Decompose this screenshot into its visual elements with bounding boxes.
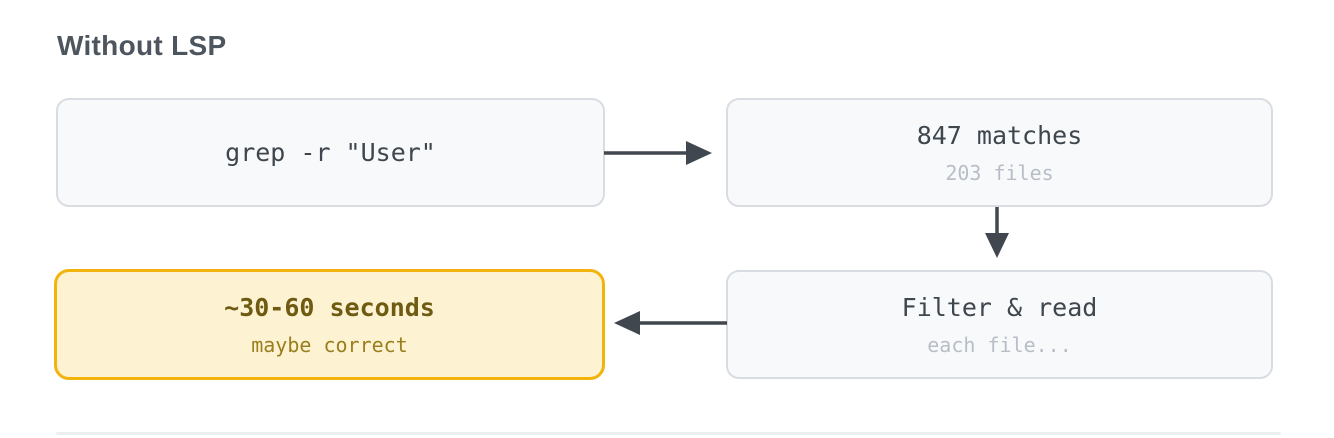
arrow-right-icon [604,141,712,165]
node-match-results-label: 847 matches [916,120,1083,150]
node-outcome: ~30-60 seconds maybe correct [54,269,605,380]
node-outcome-sublabel: maybe correct [251,332,408,357]
node-outcome-label: ~30-60 seconds [224,292,435,322]
node-grep-command-label: grep -r "User" [225,138,436,167]
node-grep-command: grep -r "User" [56,98,605,207]
section-divider [56,432,1281,435]
node-filter-step-sublabel: each file... [927,332,1072,357]
node-filter-step: Filter & read each file... [726,270,1273,379]
node-filter-step-label: Filter & read [901,292,1098,322]
node-match-results-sublabel: 203 files [945,160,1054,185]
diagram-title: Without LSP [57,30,227,61]
arrow-down-icon [985,207,1009,258]
arrow-left-icon [614,311,727,335]
node-match-results: 847 matches 203 files [726,98,1273,207]
